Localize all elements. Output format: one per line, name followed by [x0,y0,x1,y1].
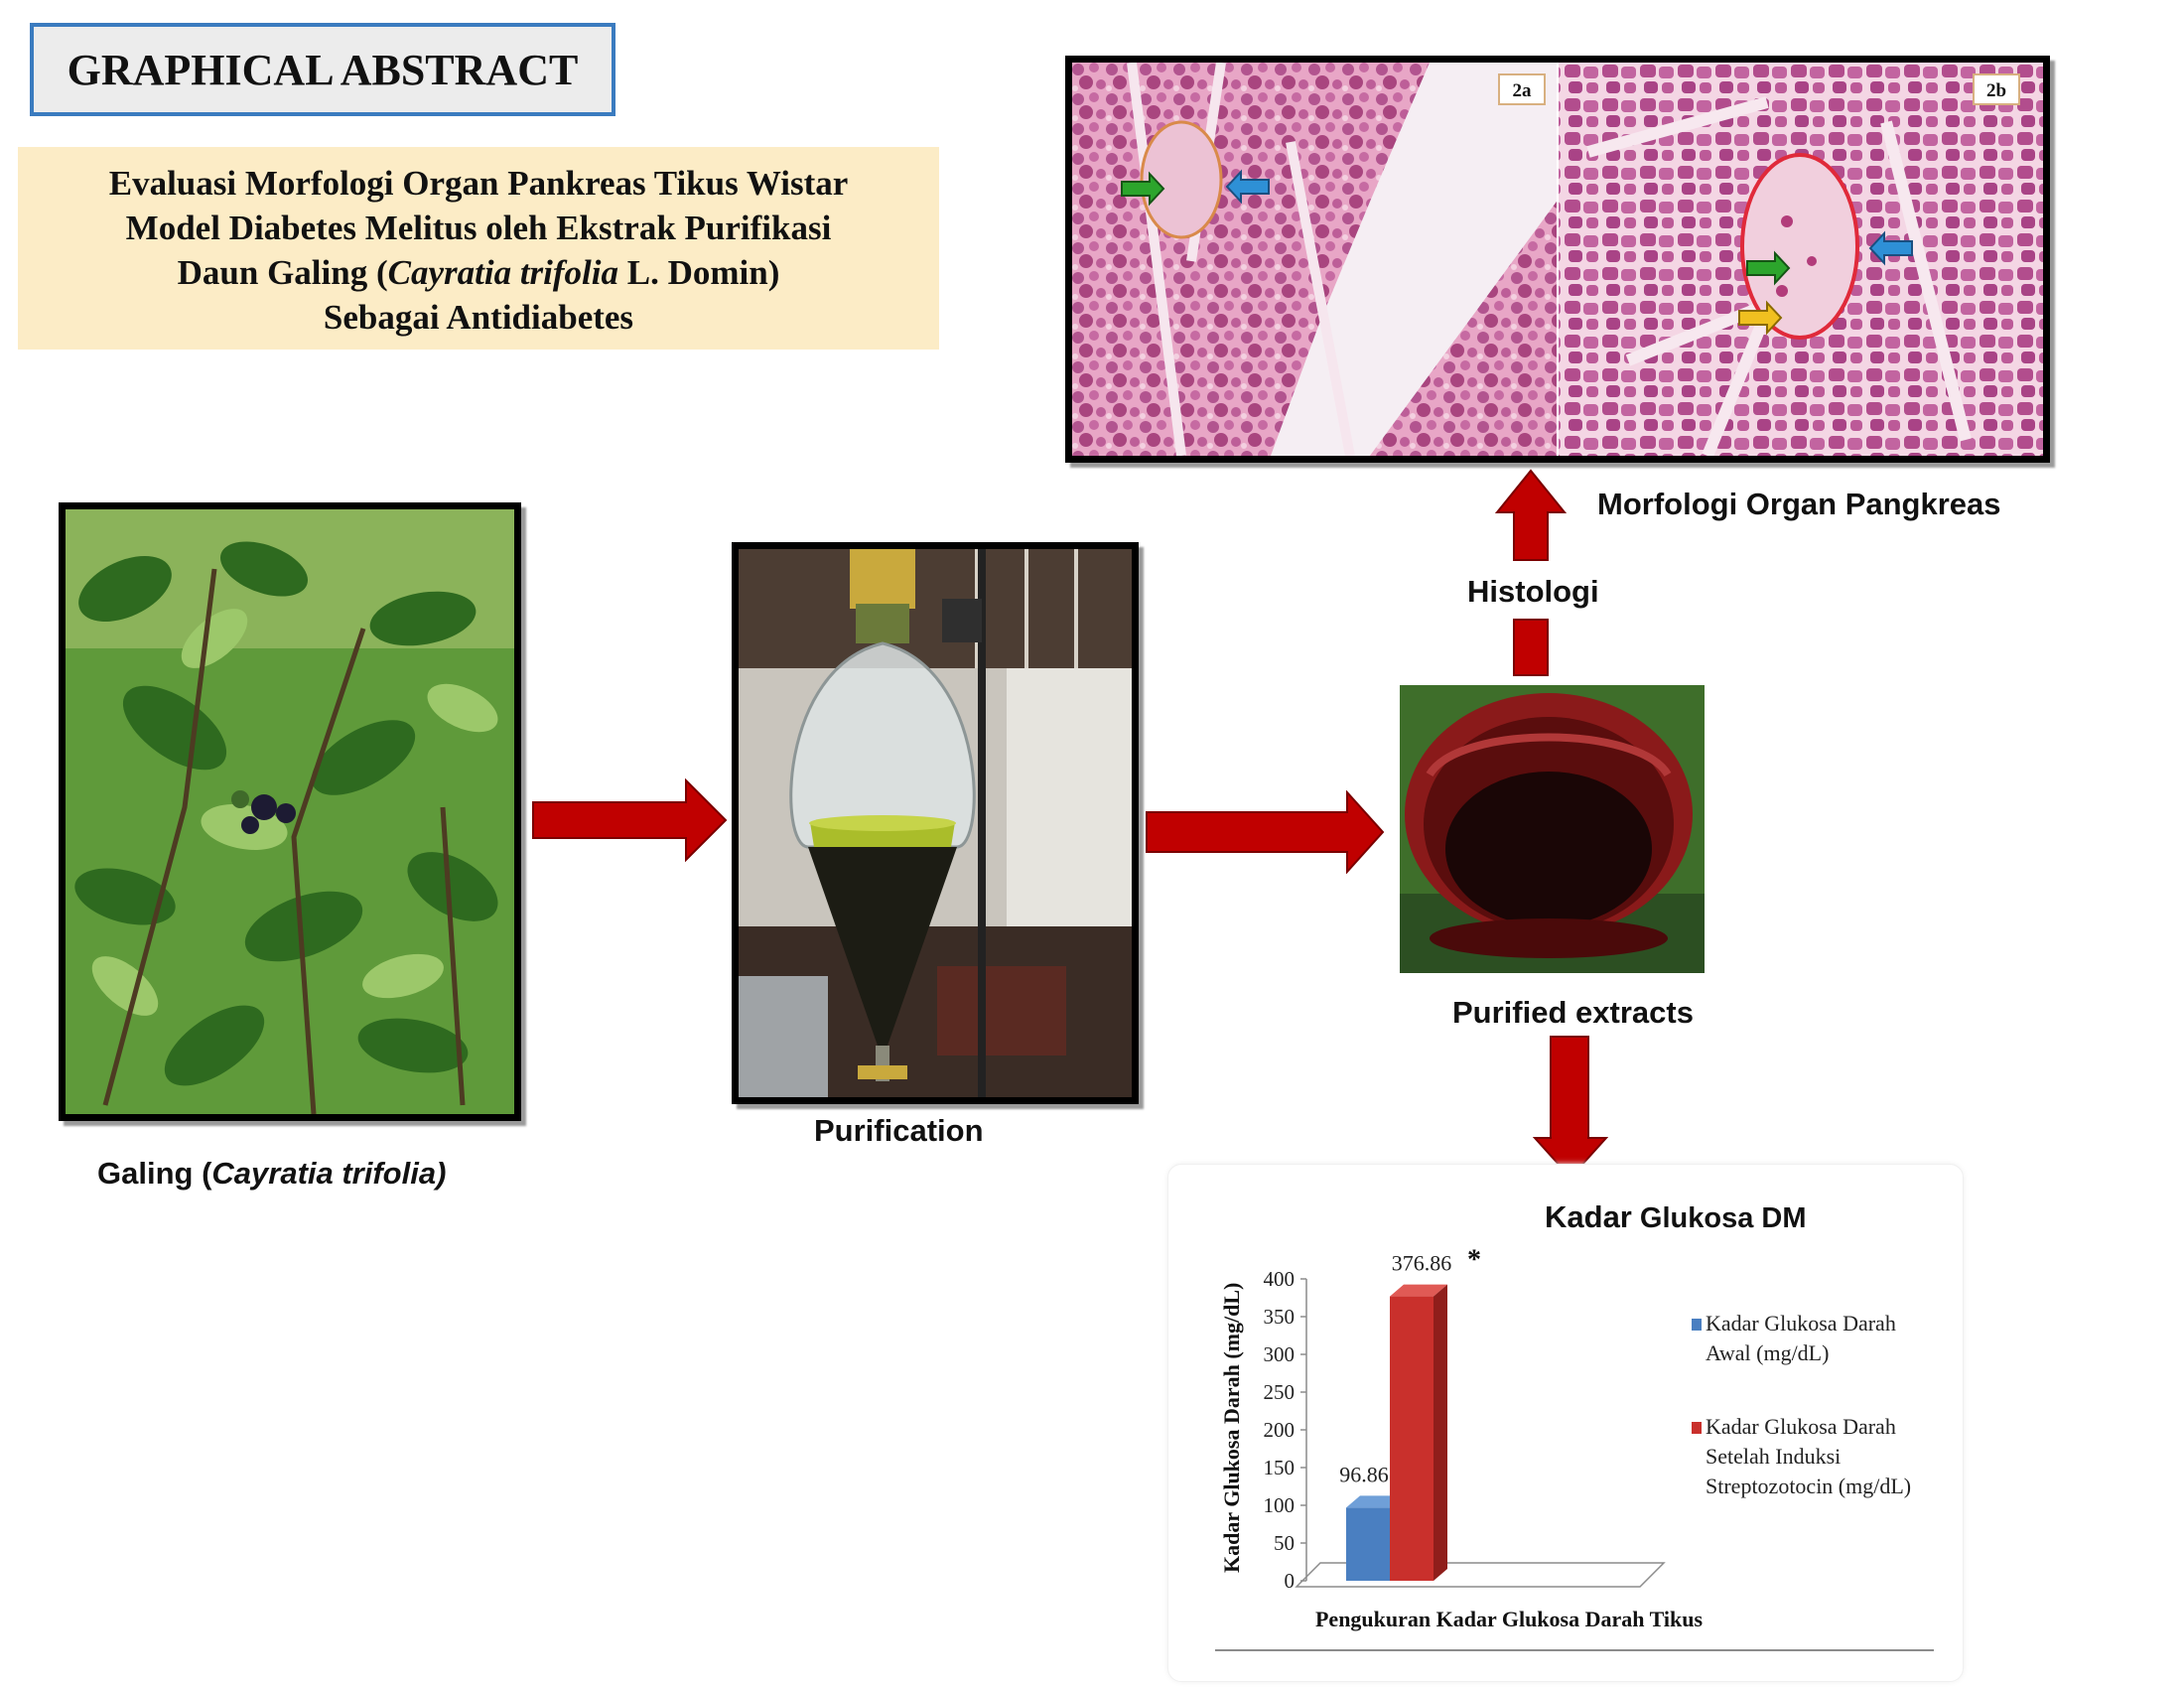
plant-label-species: Cayratia trifolia) [211,1156,447,1191]
chart-bars [1346,1284,1447,1581]
arrow-down-chart [1533,1036,1608,1180]
histology-drawing: 2a 2b [1072,63,2043,456]
bar-front [1390,1296,1433,1581]
chart-data-labels: 96.86 376.86 * [1339,1245,1481,1487]
panel-label-2b: 2b [1986,80,2006,101]
histology-label: Histologi [1467,574,1599,609]
arrow-up-histology [1495,469,1567,676]
plant-drawing [66,509,514,1114]
legend-swatch [1692,1319,1702,1331]
chart-title: Kadar Glukosa DM [1545,1199,1807,1235]
chart-title-bold: Kadar [1545,1199,1632,1234]
legend-text-line: Awal (mg/dL) [1706,1340,1829,1365]
purification-photo [732,542,1139,1104]
plant-photo [59,502,521,1121]
legend-swatch [1692,1422,1702,1434]
y-tick-label: 350 [1264,1305,1296,1329]
arrow-right-2 [1146,790,1385,874]
chart-y-axis-label: Kadar Glukosa Darah (mg/dL) [1219,1283,1244,1573]
bar-value-label: 376.86 [1392,1251,1452,1276]
purification-label: Purification [814,1113,984,1148]
significance-asterisk: * [1467,1245,1481,1276]
bar-top [1346,1495,1404,1508]
y-tick-label: 150 [1264,1456,1296,1479]
title-line-3-suffix: L. Domin) [618,253,780,292]
plant-label: Galing (Cayratia trifolia) [97,1156,446,1192]
legend-text-line: Kadar Glukosa Darah [1706,1311,1896,1336]
legend-text-line: Streptozotocin (mg/dL) [1706,1474,1911,1498]
purified-extract-photo [1400,685,1705,973]
arrow-right-1 [532,778,728,862]
panel-label-2a: 2a [1513,80,1533,101]
title-line-4: Sebagai Antidiabetes [323,298,634,337]
title-line-2: Model Diabetes Melitus oleh Ekstrak Puri… [125,209,832,247]
bar-front [1346,1507,1390,1581]
chart-title-rest: Glukosa DM [1631,1202,1807,1234]
y-tick-label: 250 [1264,1380,1296,1404]
chart-x-axis-label: Pengukuran Kadar Glukosa Darah Tikus [1315,1607,1703,1631]
chart-axes: 0 50 100 150 200 250 300 350 400 [1264,1267,1666,1593]
y-tick-label: 100 [1264,1493,1296,1517]
separatory-funnel-drawing [739,549,1132,1097]
bar-top [1390,1284,1447,1297]
title-species: Cayratia trifolia [387,253,618,292]
bar-value-label: 96.86 [1339,1462,1389,1486]
legend-text-line: Setelah Induksi [1706,1444,1841,1469]
graphical-abstract-text: GRAPHICAL ABSTRACT [67,45,579,94]
legend-text-line: Kadar Glukosa Darah [1706,1414,1896,1439]
glucose-bar-chart: 0 50 100 150 200 250 300 350 400 96.86 376.86 * Ka… [1215,1245,1934,1651]
bar-side [1433,1284,1447,1581]
plant-label-prefix: Galing ( [97,1156,212,1191]
title-line-3-prefix: Daun Galing ( [177,253,388,292]
y-tick-label: 200 [1264,1418,1296,1442]
y-tick-label: 300 [1264,1342,1296,1366]
bar-post-induction-glucose [1390,1284,1447,1581]
title-line-3: Daun Galing (Cayratia trifolia L. Domin) [18,250,939,295]
y-tick-label: 50 [1274,1531,1295,1555]
y-tick-label: 400 [1264,1267,1296,1291]
graphical-abstract-heading: GRAPHICAL ABSTRACT [30,23,615,116]
article-title: Evaluasi Morfologi Organ Pankreas Tikus … [18,147,939,350]
histology-image: 2a 2b [1065,56,2050,463]
extract-label: Purified extracts [1452,995,1694,1030]
chart-card [1167,1164,1964,1682]
title-line-1: Evaluasi Morfologi Organ Pankreas Tikus … [108,164,849,203]
extract-jar-drawing [1400,685,1705,973]
morphology-label: Morfologi Organ Pangkreas [1597,487,2001,521]
y-tick-label: 0 [1285,1569,1296,1593]
